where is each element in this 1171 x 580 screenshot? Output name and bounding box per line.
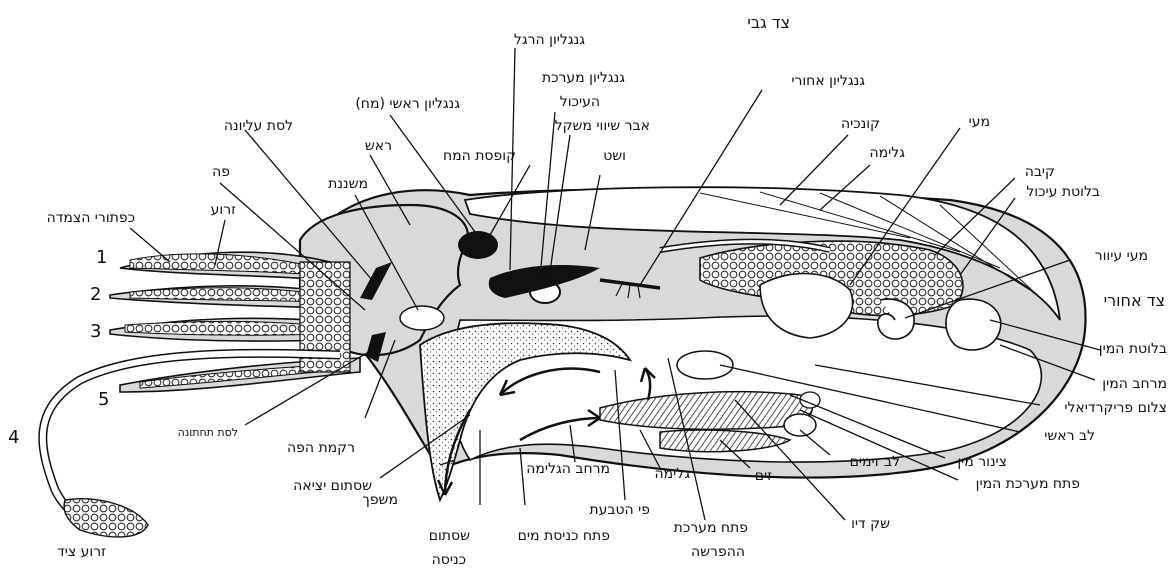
- label-statocyst: אבר שיווי משקל: [555, 118, 650, 134]
- label-tentacle: זרוע ציד: [57, 544, 106, 560]
- label-posterior-side: צד אחורי: [1104, 291, 1165, 310]
- label-pericardium: צלום פריקרדיאלי: [1064, 400, 1167, 416]
- label-dorsal-side: צד גבי: [747, 13, 790, 32]
- arm-number-3: 3: [90, 321, 101, 342]
- label-cerebral-ganglion: גנגליון ראשי (מח): [355, 96, 460, 112]
- label-radula: משננת: [328, 176, 368, 192]
- label-inlet-valve-2: כניסה: [432, 552, 466, 568]
- label-lower-lip: לסת תחתונה: [178, 426, 238, 439]
- label-gill-heart: לב זימים: [850, 454, 900, 470]
- arm-number-1: 1: [96, 247, 107, 268]
- label-visceral-ganglion-2: העיכול: [560, 94, 600, 110]
- label-cranium: קופסת המח: [443, 148, 516, 164]
- label-mantle: גלימה: [654, 466, 690, 482]
- label-pedal-ganglion: גנגליון הרגל: [514, 32, 585, 48]
- label-gonad: בלוטת המין: [1099, 341, 1167, 357]
- label-buccal-mass: רקמת הפה: [287, 440, 355, 456]
- heart: [677, 351, 733, 379]
- arm-number-5: 5: [98, 389, 109, 410]
- arm-number-2: 2: [90, 284, 101, 305]
- label-digestive-gland: בלוטת עיכול: [1026, 184, 1100, 200]
- label-posterior-ganglion: גנגליון אחורי: [791, 73, 865, 89]
- label-stomach: קיבה: [1025, 164, 1055, 180]
- label-ink-sac: שק דיו: [851, 516, 890, 532]
- arm-numbers: 1 2 3 4 5: [8, 247, 109, 448]
- label-arm: זרוע: [211, 202, 236, 218]
- gonad: [946, 299, 1001, 350]
- label-intestine: מעי: [969, 114, 990, 130]
- label-outlet-valve: שסתום יציאה: [293, 478, 372, 494]
- label-gill: זים: [755, 468, 772, 484]
- label-excretory-opening: פתח מערכת: [674, 520, 748, 536]
- label-head: ראש: [365, 138, 392, 154]
- label-pen: ושט: [603, 148, 626, 164]
- tentacle-club: [64, 499, 148, 537]
- label-mouth: פה: [212, 164, 230, 180]
- label-excretory-opening-2: ההפרשה: [691, 544, 745, 560]
- label-genital-opening: פתח מערכת המין: [976, 476, 1080, 492]
- label-genital-duct: צינור מין: [957, 454, 1007, 470]
- label-funnel: משפך: [362, 492, 398, 508]
- label-mantle-cavity: מרחב הגלימה: [526, 461, 610, 477]
- arm-number-4: 4: [8, 427, 19, 448]
- label-gonad-cavity: מרחב המין: [1102, 376, 1167, 392]
- label-mantle-top: גלימה: [869, 145, 905, 161]
- label-suckers: כפתורי הצמדה: [47, 210, 135, 226]
- radula-shape: [400, 306, 444, 330]
- label-shell: קונכיה: [841, 116, 880, 132]
- label-visceral-ganglion: גנגליון מערכת: [542, 70, 625, 86]
- label-water-inlet: פתח כניסת מים: [518, 528, 610, 544]
- label-caecum: מעי עיוור: [1095, 248, 1148, 264]
- label-inlet-valve: שסתום: [429, 528, 470, 544]
- gill-heart: [784, 414, 816, 436]
- label-anus: פי הטבעת: [589, 502, 650, 518]
- label-upper-lip: לסת עליונה: [224, 118, 293, 134]
- label-heart: לב ראשי: [1044, 428, 1095, 444]
